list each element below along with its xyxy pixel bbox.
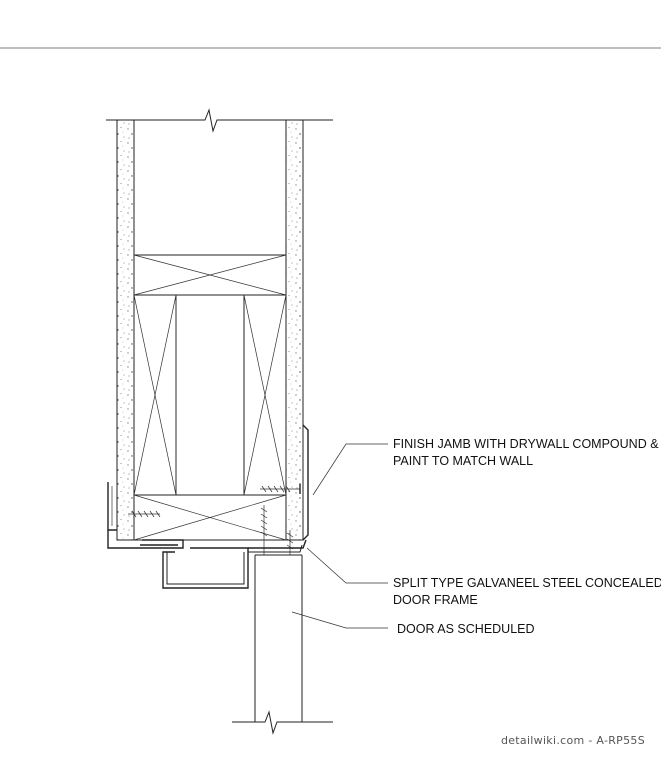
screw-vertical-1	[260, 505, 268, 555]
left-gypsum-board	[116, 119, 135, 541]
bottom-break-line	[232, 710, 333, 735]
note-steel-frame-line2: DOOR FRAME	[393, 593, 478, 607]
wood-stud-left	[133, 294, 177, 496]
split-steel-door-frame	[107, 530, 307, 589]
wood-blocking-bottom	[133, 494, 287, 541]
screw-left	[128, 510, 161, 518]
right-finish-trim	[302, 424, 309, 541]
note-finish-jamb-line2: PAINT TO MATCH WALL	[393, 454, 533, 468]
note-door-line1: DOOR AS SCHEDULED	[397, 622, 535, 636]
top-break-line	[106, 108, 333, 133]
wood-blocking-top	[133, 254, 287, 296]
leader-finish-jamb	[312, 443, 388, 496]
wood-stud-right	[243, 294, 287, 496]
leader-door	[291, 611, 388, 629]
note-steel-frame-line1: SPLIT TYPE GALVANEEL STEEL CONCEALED	[393, 576, 661, 590]
note-finish-jamb-line1: FINISH JAMB WITH DRYWALL COMPOUND &	[393, 437, 659, 451]
left-trim-clip	[107, 482, 117, 531]
door-leaf	[254, 554, 303, 722]
leader-steel-frame	[306, 547, 388, 584]
watermark-text: detailwiki.com - A-RP55S	[501, 734, 645, 747]
screw-right-horizontal	[260, 484, 301, 494]
right-gypsum-board	[285, 119, 304, 541]
